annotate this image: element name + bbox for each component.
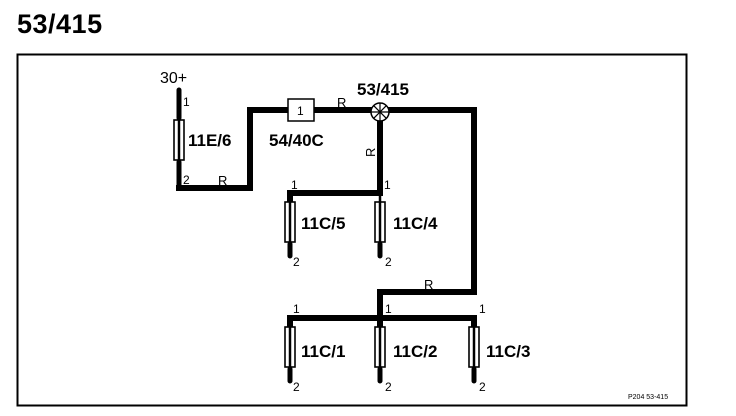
component-pin-top: 1: [385, 302, 392, 316]
wire-color-label-4: R: [424, 277, 433, 292]
splice-icon: [370, 102, 390, 122]
wire-splice-east: [377, 107, 477, 321]
component-pin-bottom: 2: [385, 255, 392, 269]
connector-pin: 1: [297, 104, 304, 118]
component-label: 11C/4: [393, 214, 438, 233]
wire-color-label-3: R: [363, 148, 378, 157]
component-pin-top: 1: [384, 178, 391, 192]
connector-label: 54/40C: [269, 131, 324, 150]
connector-box: [287, 98, 315, 122]
component-pin-top: 1: [293, 302, 300, 316]
component-label: 11C/2: [393, 342, 437, 361]
page-title: 53/415: [17, 9, 103, 39]
diagram-frame: [16, 53, 688, 407]
wire-color-label-2: R: [337, 95, 346, 110]
component-11c1: 1 2 11C/1: [284, 302, 345, 394]
supply-label: 30+: [160, 70, 187, 87]
component-11c3: 1 2 11C/3: [468, 302, 530, 394]
component-11c2: 1 2 11C/2: [374, 302, 437, 394]
fuse-11e6: 1 2 11E/6: [173, 95, 232, 191]
fuse-pin-bottom: 2: [183, 173, 190, 187]
component-pin-top: 1: [479, 302, 486, 316]
wire-color-label-1: R: [218, 173, 227, 188]
component-pin-top: 1: [291, 178, 298, 192]
component-11c4: 1 2 11C/4: [374, 178, 438, 269]
component-pin-bottom: 2: [479, 380, 486, 394]
fuse-label: 11E/6: [188, 131, 232, 150]
component-label: 11C/5: [301, 214, 345, 233]
splice-label: 53/415: [357, 80, 409, 99]
component-11c5: 1 2 11C/5: [284, 178, 345, 269]
component-pin-bottom: 2: [293, 380, 300, 394]
component-label: 11C/1: [301, 342, 345, 361]
wire-supply-to-connector: [176, 107, 291, 191]
fuse-pin-top: 1: [183, 95, 190, 109]
reference-code: P204 53-415: [628, 394, 668, 401]
component-pin-bottom: 2: [293, 255, 300, 269]
component-label: 11C/3: [486, 342, 530, 361]
component-pin-bottom: 2: [385, 380, 392, 394]
